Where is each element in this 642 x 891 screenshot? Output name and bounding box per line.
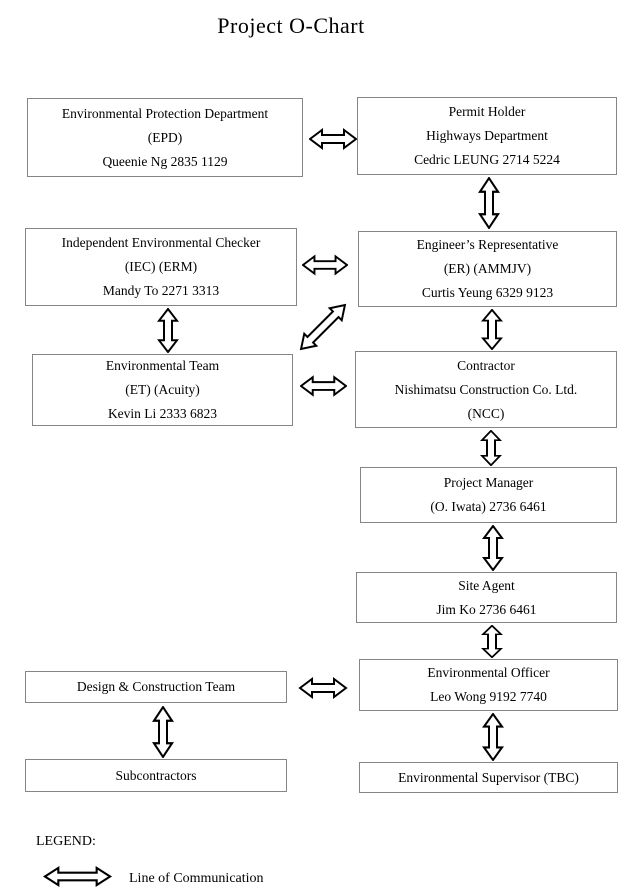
org-box-environmental-supervisor: Environmental Supervisor (TBC) xyxy=(359,762,618,793)
org-box-line: (IEC) (ERM) xyxy=(124,259,198,274)
org-box-line: (EPD) xyxy=(147,129,183,145)
double-arrow-contractor-pm-icon xyxy=(479,430,503,466)
double-arrow-site-agent-eo-icon xyxy=(480,625,504,658)
org-box-line: Queenie Ng 2835 1129 xyxy=(102,153,228,169)
org-box-line: Engineer’s Representative xyxy=(416,237,559,252)
org-box-line: Contractor xyxy=(457,357,515,373)
org-box-epd: Environmental Protection Department (EPD… xyxy=(27,98,303,177)
org-box-contractor: Contractor Nishimatsu Construction Co. L… xyxy=(355,351,617,428)
org-box-environmental-team: Environmental Team (ET) (Acuity) Kevin L… xyxy=(32,354,293,426)
org-box-environmental-officer: Environmental Officer Leo Wong 9192 7740 xyxy=(359,659,618,711)
org-box-line: Environmental Supervisor (TBC) xyxy=(398,769,579,785)
org-box-engineers-representative: Engineer’s Representative (ER) (AMMJV) C… xyxy=(358,231,617,307)
org-box-line: Leo Wong 9192 7740 xyxy=(430,689,547,704)
double-arrow-eo-es-icon xyxy=(481,713,505,761)
double-arrow-dct-subcontractors-icon xyxy=(151,706,175,758)
double-arrow-dct-eo-icon xyxy=(298,676,348,700)
double-arrow-epd-permit-icon xyxy=(309,127,357,151)
double-arrow-er-et-diagonal-icon xyxy=(299,303,347,351)
org-box-iec: Independent Environmental Checker (IEC) … xyxy=(25,228,297,306)
org-box-line: Environmental Officer xyxy=(427,665,550,680)
org-box-line: (ER) (AMMJV) xyxy=(443,261,532,276)
org-box-project-manager: Project Manager (O. Iwata) 2736 6461 xyxy=(360,467,617,523)
legend-meaning: Line of Communication xyxy=(129,871,264,886)
legend-label: LEGEND: xyxy=(36,834,96,849)
org-box-line: Jim Ko 2736 6461 xyxy=(436,601,537,617)
org-box-line: Design & Construction Team xyxy=(76,679,236,694)
org-box-subcontractors: Subcontractors xyxy=(25,759,287,792)
org-box-line: (ET) (Acuity) xyxy=(125,382,200,397)
double-arrow-permit-er-icon xyxy=(477,177,501,229)
double-arrow-iec-et-icon xyxy=(156,308,180,353)
org-box-line: Environmental Team xyxy=(105,358,220,373)
org-box-line: Site Agent xyxy=(458,577,515,593)
org-box-line: Permit Holder xyxy=(448,104,526,119)
org-box-line: Curtis Yeung 6329 9123 xyxy=(421,285,554,300)
org-box-permit-holder: Permit Holder Highways Department Cedric… xyxy=(357,97,617,175)
org-box-site-agent: Site Agent Jim Ko 2736 6461 xyxy=(356,572,617,623)
org-box-line: Subcontractors xyxy=(115,767,197,783)
org-box-line: Nishimatsu Construction Co. Ltd. xyxy=(394,381,578,397)
double-arrow-iec-er-icon xyxy=(302,253,348,277)
org-box-line: Highways Department xyxy=(426,128,548,143)
org-box-line: Mandy To 2271 3313 xyxy=(102,283,220,298)
double-arrow-pm-site-agent-icon xyxy=(481,525,505,571)
chart-title: Project O-Chart xyxy=(217,13,365,38)
double-arrow-er-contractor-icon xyxy=(480,309,504,350)
double-arrow-et-contractor-icon xyxy=(300,374,347,398)
org-box-line: Cedric LEUNG 2714 5224 xyxy=(414,152,560,167)
org-box-line: Project Manager xyxy=(443,475,534,490)
org-box-line: (O. Iwata) 2736 6461 xyxy=(430,499,547,514)
org-box-line: Environmental Protection Department xyxy=(61,105,269,121)
org-box-line: Kevin Li 2333 6823 xyxy=(107,406,218,421)
legend-double-arrow-icon xyxy=(42,865,113,888)
org-box-design-construction-team: Design & Construction Team xyxy=(25,671,287,703)
org-box-line: (NCC) xyxy=(467,405,505,421)
org-box-line: Independent Environmental Checker xyxy=(61,235,261,250)
